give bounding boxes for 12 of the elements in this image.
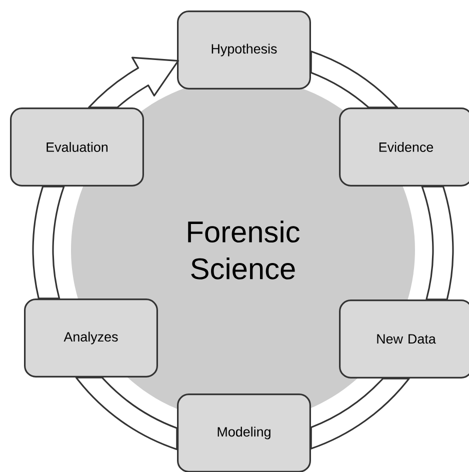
cycle-arrow: [88, 56, 179, 108]
cycle-band: [310, 50, 398, 108]
cycle-band: [421, 186, 454, 300]
cycle-band: [310, 378, 410, 450]
step-box: Evaluation: [10, 108, 144, 186]
step-box: Modeling: [177, 394, 311, 472]
step-box: Evidence: [339, 108, 469, 186]
cycle-band: [75, 376, 178, 450]
step-box: Analyzes: [24, 298, 158, 378]
cycle-band: [32, 186, 65, 300]
step-box: New Data: [339, 300, 469, 378]
step-box: Hypothesis: [177, 10, 311, 90]
